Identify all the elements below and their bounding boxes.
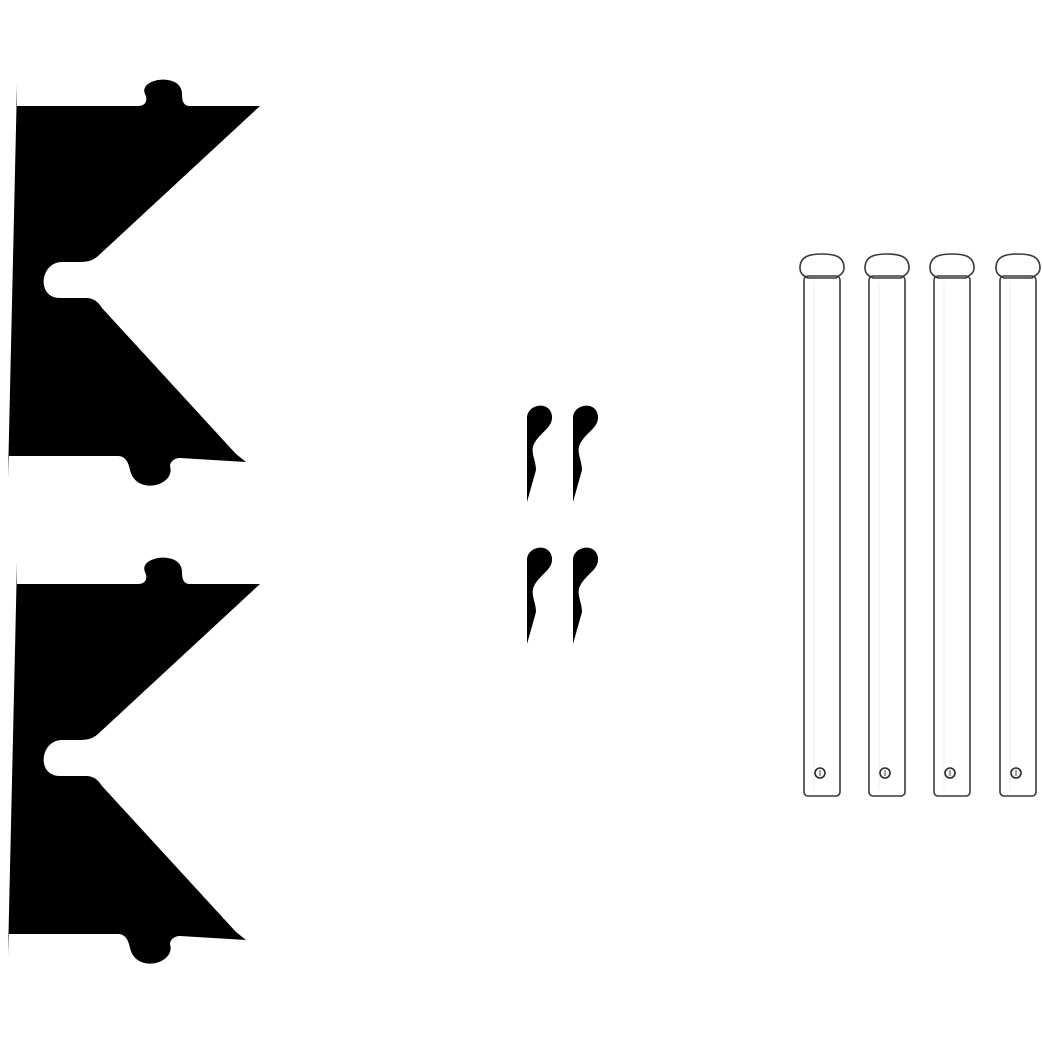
guide-pin-4 bbox=[995, 253, 1041, 797]
r-clip-top-right bbox=[573, 405, 599, 502]
r-clip-bottom-right bbox=[573, 547, 599, 644]
r-clip-top-left bbox=[527, 405, 553, 502]
anti-rattle-spring-top bbox=[8, 79, 260, 486]
r-clip-bottom-left bbox=[527, 547, 553, 644]
anti-rattle-spring-bottom bbox=[8, 557, 260, 964]
guide-pin-3 bbox=[929, 253, 975, 797]
guide-pin-2 bbox=[864, 253, 910, 797]
guide-pin-1 bbox=[799, 253, 845, 797]
